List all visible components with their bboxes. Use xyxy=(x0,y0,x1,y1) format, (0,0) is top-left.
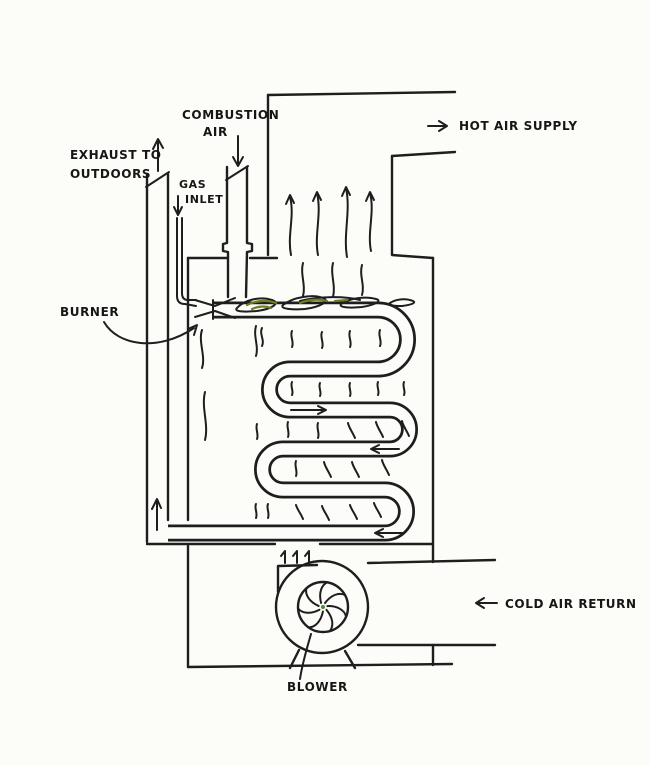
cold-air-return-label: COLD AIR RETURN xyxy=(505,597,637,611)
combustion-air-label-line2: AIR xyxy=(203,125,228,139)
gas-inlet-arrow xyxy=(173,195,183,216)
heat-wave-line xyxy=(199,329,205,369)
exhaust-label-line2: OUTDOORS xyxy=(70,167,151,181)
heat-wave-line xyxy=(288,196,293,256)
hot-air-duct xyxy=(266,90,457,260)
blower-leg-right xyxy=(343,649,357,670)
combustion-air-pipe xyxy=(221,165,254,299)
burner-label: BURNER xyxy=(60,305,119,319)
heat-wave-line xyxy=(202,391,208,441)
gas-inlet-label-line1: GAS xyxy=(179,178,206,191)
gas-inlet-label-line2: INLET xyxy=(185,193,223,206)
blower-housing xyxy=(274,559,370,655)
hot-air-flow-arrow xyxy=(427,120,448,132)
cabinet-bottom-edge xyxy=(186,662,454,669)
combustion-pipe-opening-slash xyxy=(225,165,249,181)
exhaust-pipe xyxy=(145,171,170,544)
heat-exchanger-flow-arrow-right xyxy=(290,405,327,415)
combustion-air-label-line1: COMBUSTION xyxy=(182,108,279,122)
blower-leg-left xyxy=(288,648,301,670)
gas-inlet-pipe xyxy=(176,217,197,307)
heat-wave-lines xyxy=(199,186,410,521)
blower-outlet-arrows xyxy=(280,550,310,564)
heat-wave-line xyxy=(254,503,258,519)
heat-wave-line xyxy=(344,187,349,258)
heat-wave-line xyxy=(301,262,305,297)
burner-assembly xyxy=(194,295,416,320)
heat-exchanger-coil xyxy=(168,301,418,542)
heat-exchanger-flow-arrow-left xyxy=(370,444,400,454)
heat-wave-line xyxy=(360,264,364,296)
hot-air-supply-label: HOT AIR SUPPLY xyxy=(459,119,578,133)
heat-wave-line xyxy=(315,192,320,256)
blower-fan xyxy=(274,550,370,680)
flue-gas-up-arrow xyxy=(151,498,162,531)
cold-air-duct xyxy=(356,558,497,647)
furnace-cabinet xyxy=(145,256,454,669)
heat-wave-line xyxy=(331,262,335,298)
heat-wave-line xyxy=(254,325,258,357)
burner-venturi xyxy=(194,297,236,307)
exhaust-pipe-opening-slash xyxy=(145,171,170,188)
blower-label: BLOWER xyxy=(287,680,348,694)
blower-blades xyxy=(296,581,348,633)
burner-pointer-line xyxy=(103,321,198,345)
heat-wave-line xyxy=(368,192,373,252)
blower-wheel xyxy=(296,580,350,634)
heat-wave-line xyxy=(255,423,259,440)
cold-air-flow-arrow xyxy=(475,597,498,609)
heat-exchanger-exit-arrow-left xyxy=(374,528,405,538)
blower-hub-dot xyxy=(321,605,325,609)
exhaust-label-arrow xyxy=(152,138,164,172)
blower-pointer-line xyxy=(299,633,312,680)
heat-exchanger-tube-bore xyxy=(168,304,416,539)
exhaust-label-line1: EXHAUST TO xyxy=(70,148,162,162)
combustion-air-arrow xyxy=(232,135,244,167)
